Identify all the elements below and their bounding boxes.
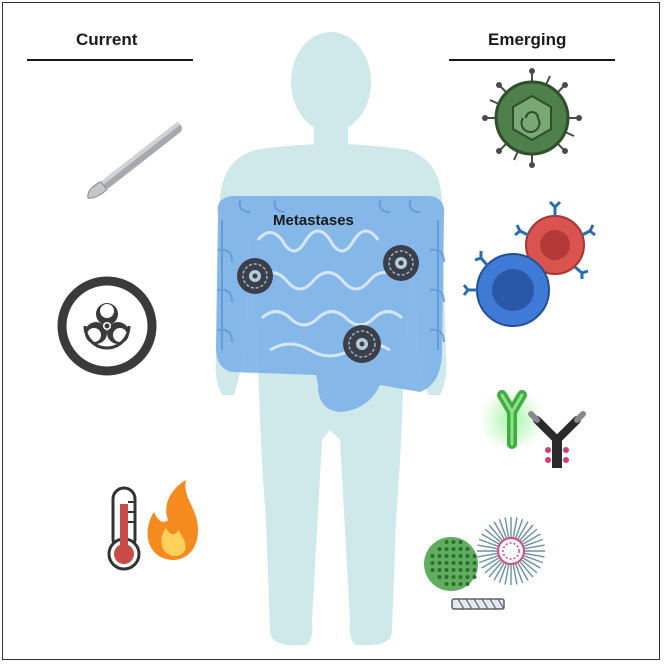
heading-current: Current [76, 30, 138, 49]
tumor-2 [383, 245, 419, 281]
colon-haustra [217, 199, 445, 350]
metastases-label: Metastases [273, 212, 354, 229]
thermometer-icon [107, 486, 141, 571]
scalpel-icon [87, 122, 183, 199]
rule-emerging [449, 59, 615, 61]
antibody-icon [480, 388, 586, 468]
virus-icon [482, 68, 582, 168]
heading-emerging: Emerging [488, 30, 567, 49]
colon [215, 196, 445, 412]
biohazard-icon [57, 276, 157, 376]
tumor-1 [237, 258, 273, 294]
nanoparticle-icon [424, 517, 545, 610]
immune-cells-icon [462, 200, 596, 327]
tumor-3 [343, 325, 381, 363]
flame-icon [147, 480, 198, 560]
rule-current [27, 59, 193, 61]
